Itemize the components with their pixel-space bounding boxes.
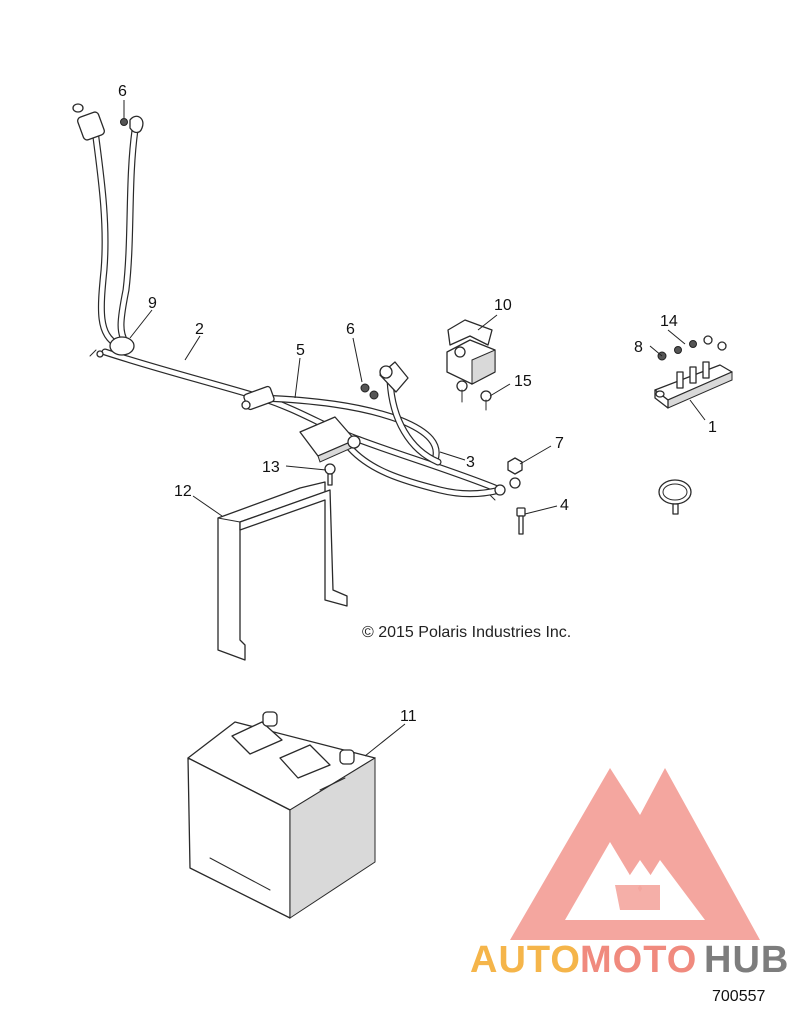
callouts: 6 9 2 5 6 10 15 14 8 1 3 7 4 13 12 11 bbox=[118, 83, 717, 725]
watermark-word-moto: MOTO bbox=[580, 939, 697, 981]
battery bbox=[187, 711, 376, 919]
bolt-5 bbox=[516, 507, 526, 535]
nut-7 bbox=[507, 457, 523, 475]
battery-bracket bbox=[217, 481, 348, 661]
callout-4: 5 bbox=[296, 342, 305, 359]
callout-6-top: 6 bbox=[118, 83, 127, 100]
callout-9: 9 bbox=[148, 295, 157, 312]
callout-11: 11 bbox=[400, 708, 417, 725]
watermark-word-hub: HUB bbox=[704, 939, 789, 981]
callout-5: 4 bbox=[560, 497, 569, 514]
terminal-block bbox=[654, 361, 733, 409]
callout-12: 12 bbox=[174, 483, 192, 500]
callout-7: 7 bbox=[555, 435, 564, 452]
nut-6-center bbox=[360, 383, 379, 400]
bolt-13 bbox=[324, 463, 336, 486]
callout-6-center: 6 bbox=[346, 321, 355, 338]
callout-3: 3 bbox=[466, 454, 475, 471]
callout-14: 14 bbox=[660, 313, 678, 330]
watermark-logo bbox=[510, 768, 760, 940]
solenoid-part bbox=[446, 319, 496, 385]
bolts-15 bbox=[456, 380, 492, 411]
document-number: 700557 bbox=[712, 988, 765, 1005]
callout-15: 15 bbox=[514, 373, 532, 390]
callout-2: 2 bbox=[195, 321, 204, 338]
watermark-word-auto: AUTO bbox=[470, 939, 581, 981]
battery-cable-harness bbox=[72, 103, 521, 501]
callout-1: 1 bbox=[708, 419, 717, 436]
callout-13: 13 bbox=[262, 459, 280, 476]
fasteners-8-14 bbox=[657, 335, 727, 361]
callout-10: 10 bbox=[494, 297, 512, 314]
callout-8: 8 bbox=[634, 339, 643, 356]
hose-clamp bbox=[658, 479, 692, 515]
copyright-text: © 2015 Polaris Industries Inc. bbox=[362, 624, 571, 641]
leader-lines bbox=[123, 100, 706, 757]
